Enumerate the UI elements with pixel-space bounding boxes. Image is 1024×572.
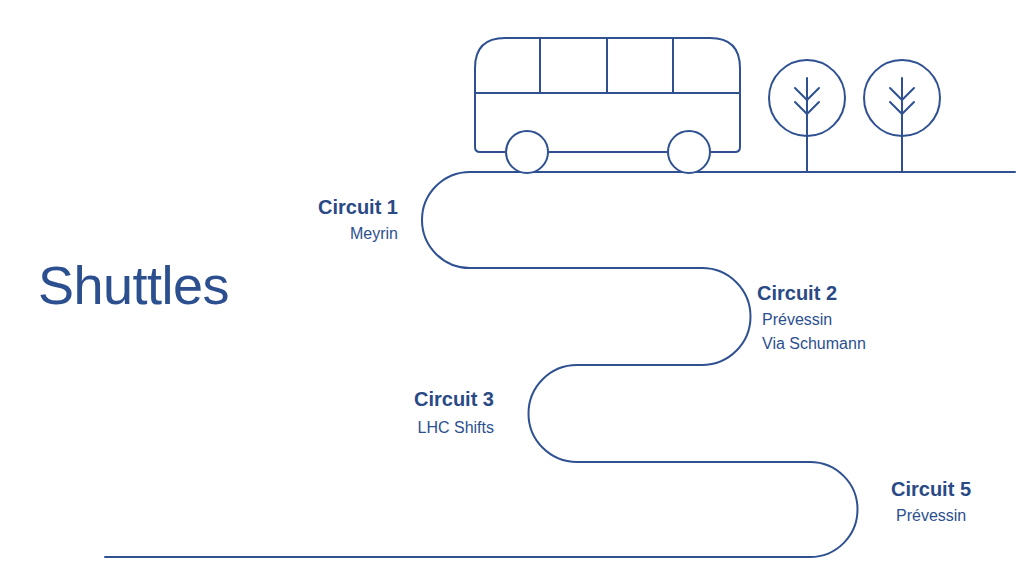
winding-road xyxy=(105,172,1015,557)
circuit-name: Circuit 5 xyxy=(891,478,971,501)
circuit-destination: Meyrin xyxy=(350,225,398,243)
tree-icon xyxy=(769,60,845,172)
bus-icon xyxy=(475,38,740,173)
circuit-name: Circuit 2 xyxy=(757,282,837,305)
circuit-destination: LHC Shifts xyxy=(418,419,494,437)
circuit-name: Circuit 1 xyxy=(318,196,398,219)
circuit-destination: Prévessin xyxy=(896,507,966,525)
tree-icon xyxy=(864,60,940,172)
diagram-title: Shuttles xyxy=(38,254,229,316)
circuit-name: Circuit 3 xyxy=(414,388,494,411)
circuit-destination: Via Schumann xyxy=(762,335,866,353)
circuit-destination: Prévessin xyxy=(762,311,832,329)
